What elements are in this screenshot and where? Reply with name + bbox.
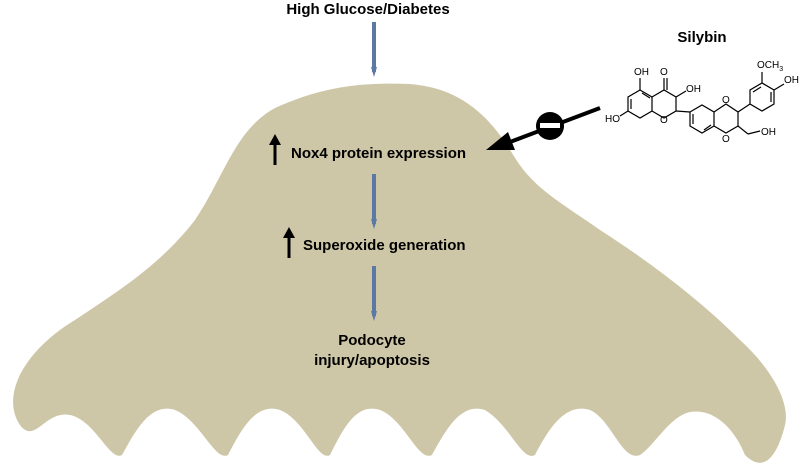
podocyte-cell-shape: [13, 83, 786, 463]
step-nox4-label: Nox4 protein expression: [291, 145, 466, 162]
svg-text:OCH3: OCH3: [757, 60, 783, 73]
svg-text:OH: OH: [784, 75, 799, 86]
step-superoxide-label: Superoxide generation: [303, 237, 466, 254]
svg-text:O: O: [660, 115, 668, 126]
increase-arrow-icon: [283, 227, 295, 258]
trigger-label: High Glucose/Diabetes: [286, 1, 449, 18]
outcome-label-line2: injury/apoptosis: [314, 352, 430, 369]
silybin-structure: [619, 72, 785, 135]
inhibition-minus-icon: [536, 112, 564, 140]
increase-arrow-icon: [269, 134, 281, 165]
drug-label: Silybin: [677, 29, 726, 46]
outcome-label-line1: Podocyte: [338, 332, 406, 349]
svg-text:O: O: [660, 67, 668, 78]
svg-text:OH: OH: [761, 127, 776, 138]
svg-text:O: O: [722, 134, 730, 145]
svg-text:O: O: [722, 95, 730, 106]
svg-text:OH: OH: [686, 84, 701, 95]
svg-text:HO: HO: [605, 114, 620, 125]
svg-text:OH: OH: [634, 67, 649, 78]
silybin-structure-labels: OH O OH HO O O O OH OH OCH3: [605, 60, 799, 145]
